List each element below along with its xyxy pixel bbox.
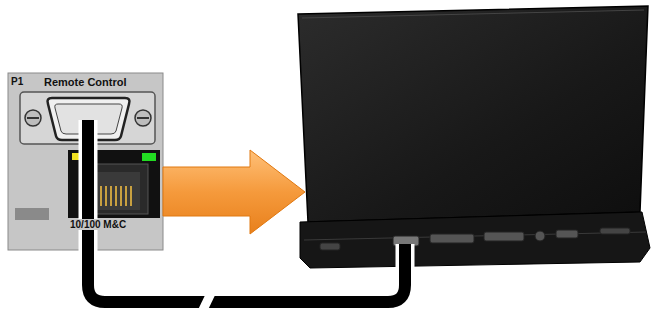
port-label: 10/100 M&C xyxy=(68,219,128,230)
laptop xyxy=(298,6,650,268)
device-panel: P1 Remote Control 10/100 M&C xyxy=(8,73,163,250)
port-designator: P1 xyxy=(11,76,23,87)
jack-pin xyxy=(120,186,122,206)
jack-pin xyxy=(100,186,102,206)
panel-label-plate xyxy=(15,208,49,220)
jack-pin xyxy=(105,186,107,206)
serial-cable xyxy=(88,120,405,314)
direction-arrow xyxy=(163,150,305,234)
port-label: Remote Control xyxy=(44,76,127,88)
jack-pin xyxy=(115,186,117,206)
jack-pin xyxy=(125,186,127,206)
jack-pin xyxy=(110,186,112,206)
jack-pin xyxy=(130,186,132,206)
